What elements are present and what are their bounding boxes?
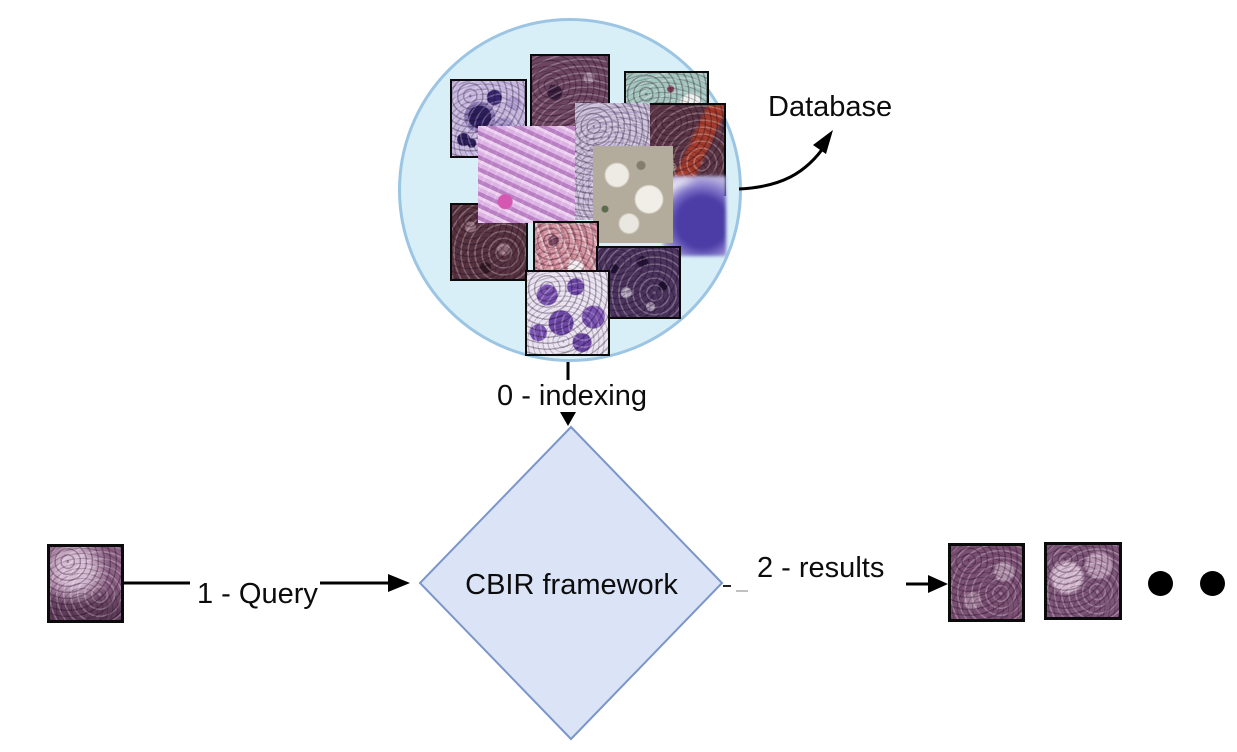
database-curved-arrow: [738, 143, 828, 191]
thumbnail-fibrous-swirl: [478, 126, 575, 223]
thumbnail-purple-cell-clusters: [525, 270, 610, 356]
ellipsis-dot-1: [1148, 571, 1173, 596]
database-arrowhead-icon: [813, 130, 833, 154]
results-label: 2 - results: [757, 552, 885, 584]
result-image-1: [948, 543, 1025, 622]
query-label: 1 - Query: [197, 578, 318, 610]
thumbnail-blue-cell-blur: [663, 176, 726, 256]
database-label: Database: [768, 91, 893, 123]
ellipsis-dot-2: [1200, 571, 1225, 596]
indexing-label: 0 - indexing: [497, 380, 647, 412]
query-image: [47, 544, 124, 623]
query-arrowhead-icon: [388, 574, 410, 592]
database-circle: [398, 18, 742, 362]
indexing-arrowhead-icon: [560, 412, 576, 426]
cbir-framework-label: CBIR framework: [465, 569, 678, 601]
thumbnail-beige-tissue: [593, 146, 673, 243]
result-image-2: [1044, 542, 1122, 620]
results-arrowhead-icon: [928, 575, 948, 593]
thumbnail-cytology-smear: [450, 79, 527, 158]
